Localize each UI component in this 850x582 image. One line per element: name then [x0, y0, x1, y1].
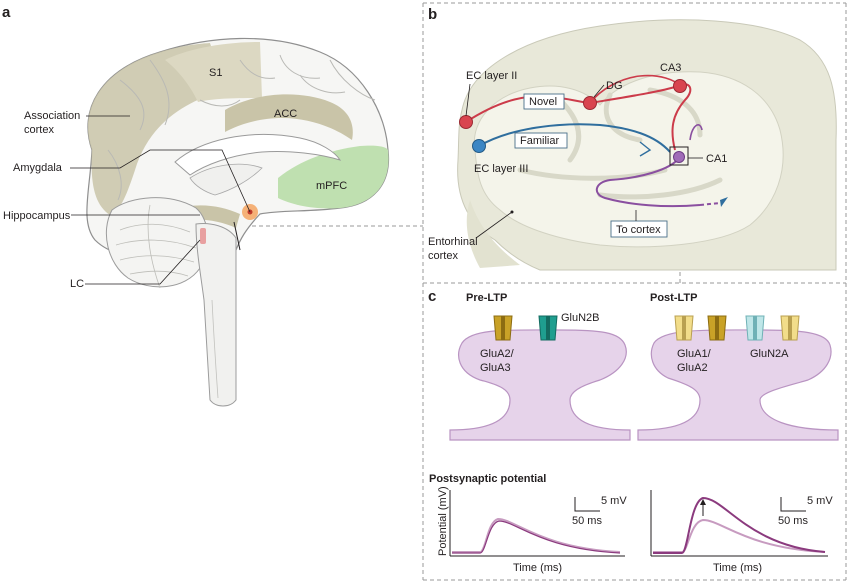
ec-layer-ii-neuron	[459, 115, 473, 129]
scale-mv-right: 5 mV	[807, 495, 833, 507]
pre-glua-label-line1: GluA2/	[480, 348, 515, 360]
post-ltp-receptors	[674, 315, 800, 341]
pre-ltp-title: Pre-LTP	[466, 292, 507, 304]
panel-c-label: c	[428, 288, 436, 305]
familiar-pathway	[478, 123, 671, 153]
association-cortex-label-line1: Association	[24, 110, 80, 122]
post-glua-label-line2: GluA2	[677, 362, 708, 374]
post-ltp-trace-after	[653, 496, 826, 554]
novel-tag	[523, 93, 565, 110]
association-cortex-label-line2: cortex	[24, 124, 54, 136]
potential-title: Postsynaptic potential	[429, 473, 546, 485]
hippocampus-label: Hippocampus	[3, 210, 71, 222]
post-glua-label-line1: GluA1/	[677, 348, 712, 360]
scale-ms-right: 50 ms	[778, 515, 808, 527]
x-axis-label-right: Time (ms)	[713, 562, 762, 574]
entorhinal-cortex-label-line1: Entorhinal	[428, 236, 478, 248]
ca1-neuron	[673, 151, 685, 163]
lc-label: LC	[70, 278, 84, 290]
pre-ltp-spine	[449, 329, 631, 441]
acc-label: ACC	[274, 108, 297, 120]
glun2b-label: GluN2B	[561, 312, 600, 324]
ec-layer-iii-neuron	[472, 139, 486, 153]
panel-borders	[252, 2, 847, 581]
ec-layer-ii-label: EC layer II	[466, 70, 517, 82]
amygdala-label: Amygdala	[13, 162, 63, 174]
dg-label: DG	[606, 80, 623, 92]
to-cortex-label: To cortex	[616, 224, 661, 236]
ca3-label: CA3	[660, 62, 681, 74]
s1-region	[165, 42, 262, 102]
pre-ltp-plot	[449, 490, 625, 557]
scale-mv-left: 5 mV	[601, 495, 627, 507]
hippocampus-illustration	[457, 19, 837, 271]
acc-region	[225, 94, 353, 140]
post-ltp-title: Post-LTP	[650, 292, 697, 304]
pre-glua-label-line2: GluA3	[480, 362, 511, 374]
lc-region	[200, 228, 206, 244]
s1-label: S1	[209, 67, 222, 79]
panel-b-label: b	[428, 6, 437, 23]
familiar-tag	[514, 132, 568, 149]
ca3-neuron	[673, 79, 687, 93]
panel-a-label: a	[2, 4, 11, 21]
to-cortex-tag	[610, 220, 668, 238]
scale-ms-left: 50 ms	[572, 515, 602, 527]
brain-illustration	[86, 37, 390, 407]
novel-label: Novel	[529, 96, 557, 108]
ca1-highlight-box	[669, 146, 689, 166]
post-ltp-spine	[637, 329, 839, 441]
x-axis-label-left: Time (ms)	[513, 562, 562, 574]
panel-a-leader-lines	[70, 115, 251, 285]
ec-layer-iii-label: EC layer III	[474, 163, 528, 175]
mpfc-region	[278, 145, 389, 209]
pre-ltp-receptors	[493, 315, 558, 341]
y-axis-label: Potential (mV)	[437, 486, 449, 556]
familiar-label: Familiar	[520, 135, 559, 147]
ca1-output-pathway	[595, 157, 701, 208]
mpfc-label: mPFC	[316, 180, 347, 192]
ca1-label: CA1	[706, 153, 727, 165]
glun2a-label: GluN2A	[750, 348, 789, 360]
dg-neuron	[583, 96, 597, 110]
entorhinal-cortex-label-line2: cortex	[428, 250, 458, 262]
post-ltp-plot	[650, 490, 828, 557]
